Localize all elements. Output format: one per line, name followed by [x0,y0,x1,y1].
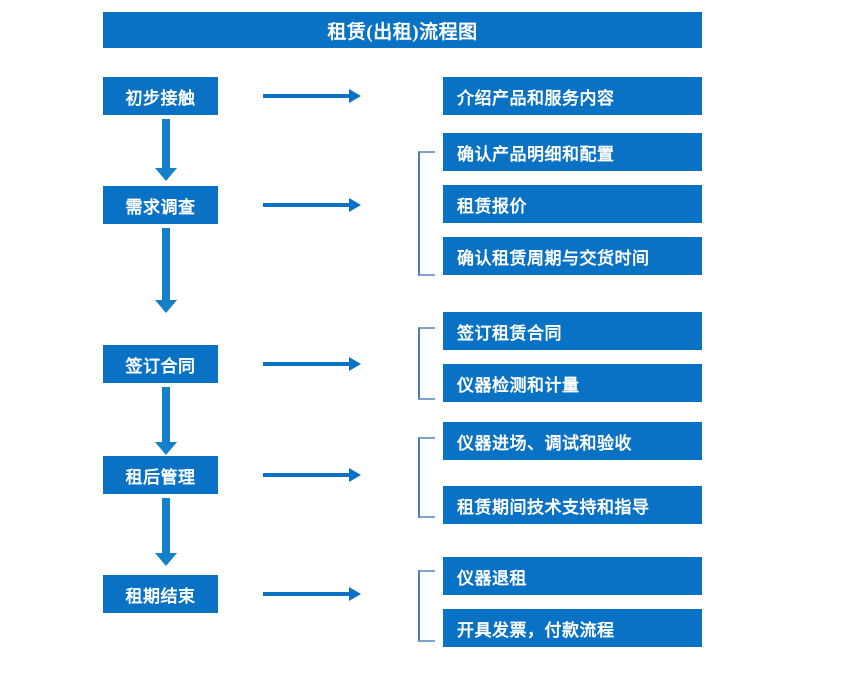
arrow-shaft [263,592,351,596]
arrow-head [349,468,361,482]
arrow-head [349,587,361,601]
detail-box-instrument-inspection[interactable]: 仪器检测和计量 [443,364,702,402]
arrow-shaft [263,473,351,477]
arrow-down-icon-stage-2-to-3 [155,228,177,313]
arrow-down-icon-stage-4-to-5 [155,498,177,566]
arrow-right-icon-stage-4 [263,468,361,482]
stage-box-initial-contact[interactable]: 初步接触 [103,77,218,115]
arrow-right-icon-stage-5 [263,587,361,601]
arrow-shaft [162,387,170,442]
arrow-head [349,89,361,103]
stage-box-sign-contract[interactable]: 签订合同 [103,345,218,383]
arrow-head [349,198,361,212]
arrow-head [155,442,177,455]
arrow-right-icon-stage-3 [263,357,361,371]
arrow-down-icon-stage-1-to-2 [155,119,177,181]
group-bracket-demand-survey [418,151,435,276]
stage-box-post-rental-management[interactable]: 租后管理 [103,456,218,494]
arrow-down-icon-stage-3-to-4 [155,387,177,455]
detail-box-instrument-return[interactable]: 仪器退租 [443,557,702,595]
chart-title: 租赁(出租)流程图 [103,12,702,48]
arrow-right-icon-stage-2 [263,198,361,212]
arrow-shaft [263,203,351,207]
arrow-shaft [162,498,170,553]
group-bracket-lease-end [418,570,435,642]
arrow-head [155,300,177,313]
detail-box-confirm-product-spec[interactable]: 确认产品明细和配置 [443,133,702,171]
detail-box-invoice-payment[interactable]: 开具发票，付款流程 [443,609,702,647]
arrow-shaft [162,228,170,300]
group-bracket-post-rental-management [418,437,435,518]
stage-box-lease-end[interactable]: 租期结束 [103,575,218,613]
detail-box-technical-support[interactable]: 租赁期间技术支持和指导 [443,486,702,524]
arrow-shaft [162,119,170,168]
arrow-shaft [263,362,351,366]
arrow-head [349,357,361,371]
detail-box-intro-products[interactable]: 介绍产品和服务内容 [443,77,702,115]
arrow-shaft [263,94,351,98]
detail-box-sign-rental-contract[interactable]: 签订租赁合同 [443,312,702,350]
arrow-head [155,553,177,566]
group-bracket-sign-contract [418,327,435,400]
detail-box-confirm-period-delivery[interactable]: 确认租赁周期与交货时间 [443,237,702,275]
arrow-head [155,168,177,181]
stage-box-demand-survey[interactable]: 需求调查 [103,186,218,224]
detail-box-rental-quote[interactable]: 租赁报价 [443,185,702,223]
detail-box-instrument-entry-commissioning[interactable]: 仪器进场、调试和验收 [443,422,702,460]
arrow-right-icon-stage-1 [263,89,361,103]
